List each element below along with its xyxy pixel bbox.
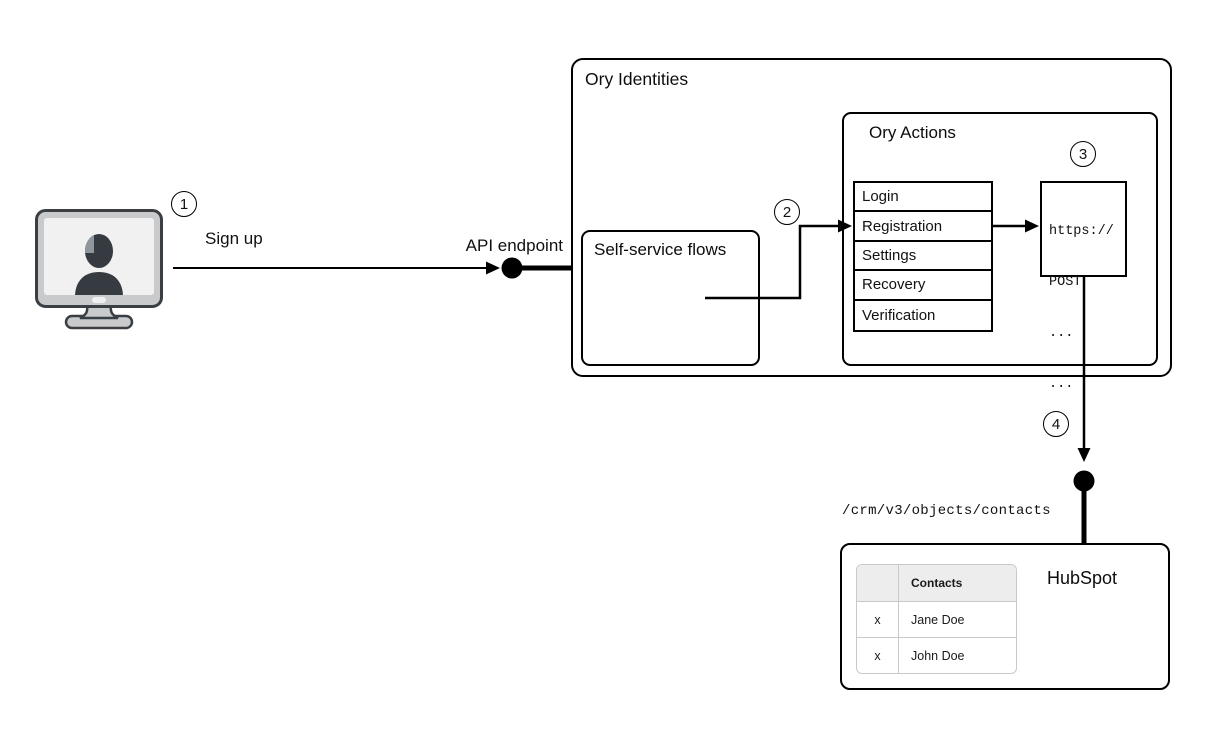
ory-actions-title: Ory Actions <box>869 123 956 142</box>
contact-name: Jane Doe <box>911 612 965 627</box>
webhook-line: ... <box>1049 326 1074 341</box>
ory-actions-box <box>842 112 1158 366</box>
flow-row-settings: Settings <box>855 241 991 272</box>
hubspot-title: HubSpot <box>1047 568 1118 588</box>
ory-identities-box <box>571 58 1172 377</box>
self-service-flows-title: Self-service flows <box>594 240 727 259</box>
contacts-header-row: Contacts <box>857 565 1016 601</box>
contact-check: x <box>857 638 899 673</box>
contacts-header-label: Contacts <box>911 576 963 590</box>
contact-row: x Jane Doe <box>857 601 1016 637</box>
flow-list: Login Registration Settings Recovery Ver… <box>853 181 993 332</box>
step-3-badge: 3 <box>1070 141 1096 167</box>
monitor-stand-neck <box>79 303 119 320</box>
flow-row-registration: Registration <box>855 212 991 242</box>
monitor-button <box>92 297 106 303</box>
user-silhouette <box>75 234 123 295</box>
step-1-badge: 1 <box>171 191 197 217</box>
api-endpoint-label: API endpoint <box>465 236 563 255</box>
step-3-number: 3 <box>1078 145 1088 163</box>
webhook-line: https:// <box>1049 224 1114 239</box>
step-4-number: 4 <box>1051 415 1061 433</box>
contact-check: x <box>857 602 899 637</box>
webhook-line: POST <box>1049 275 1082 290</box>
contact-name: John Doe <box>911 648 965 663</box>
step-2-number: 2 <box>782 203 792 221</box>
contact-row: x John Doe <box>857 637 1016 673</box>
step-4-badge: 4 <box>1043 411 1069 437</box>
flow-row-recovery: Recovery <box>855 271 991 301</box>
flow-row-verification: Verification <box>855 300 991 330</box>
step-1-number: 1 <box>179 195 189 213</box>
hubspot-endpoint-path: /crm/v3/objects/contacts <box>842 503 1051 519</box>
ory-identities-title: Ory Identities <box>585 69 689 89</box>
hubspot-box <box>840 543 1170 690</box>
step-2-badge: 2 <box>774 199 800 225</box>
flow-row-login: Login <box>855 183 991 213</box>
contacts-table: Contacts x Jane Doe x John Doe <box>856 564 1017 674</box>
sign-up-label: Sign up <box>205 229 263 248</box>
signup-arrow <box>173 261 500 275</box>
api-endpoint-node <box>501 257 572 279</box>
contacts-header-blank <box>857 565 899 601</box>
hubspot-endpoint-node <box>1073 470 1095 545</box>
user-desktop-icon <box>35 209 163 330</box>
webhook-request-box: https:// POST ... ... <box>1040 181 1127 392</box>
webhook-line: ... <box>1049 377 1074 392</box>
